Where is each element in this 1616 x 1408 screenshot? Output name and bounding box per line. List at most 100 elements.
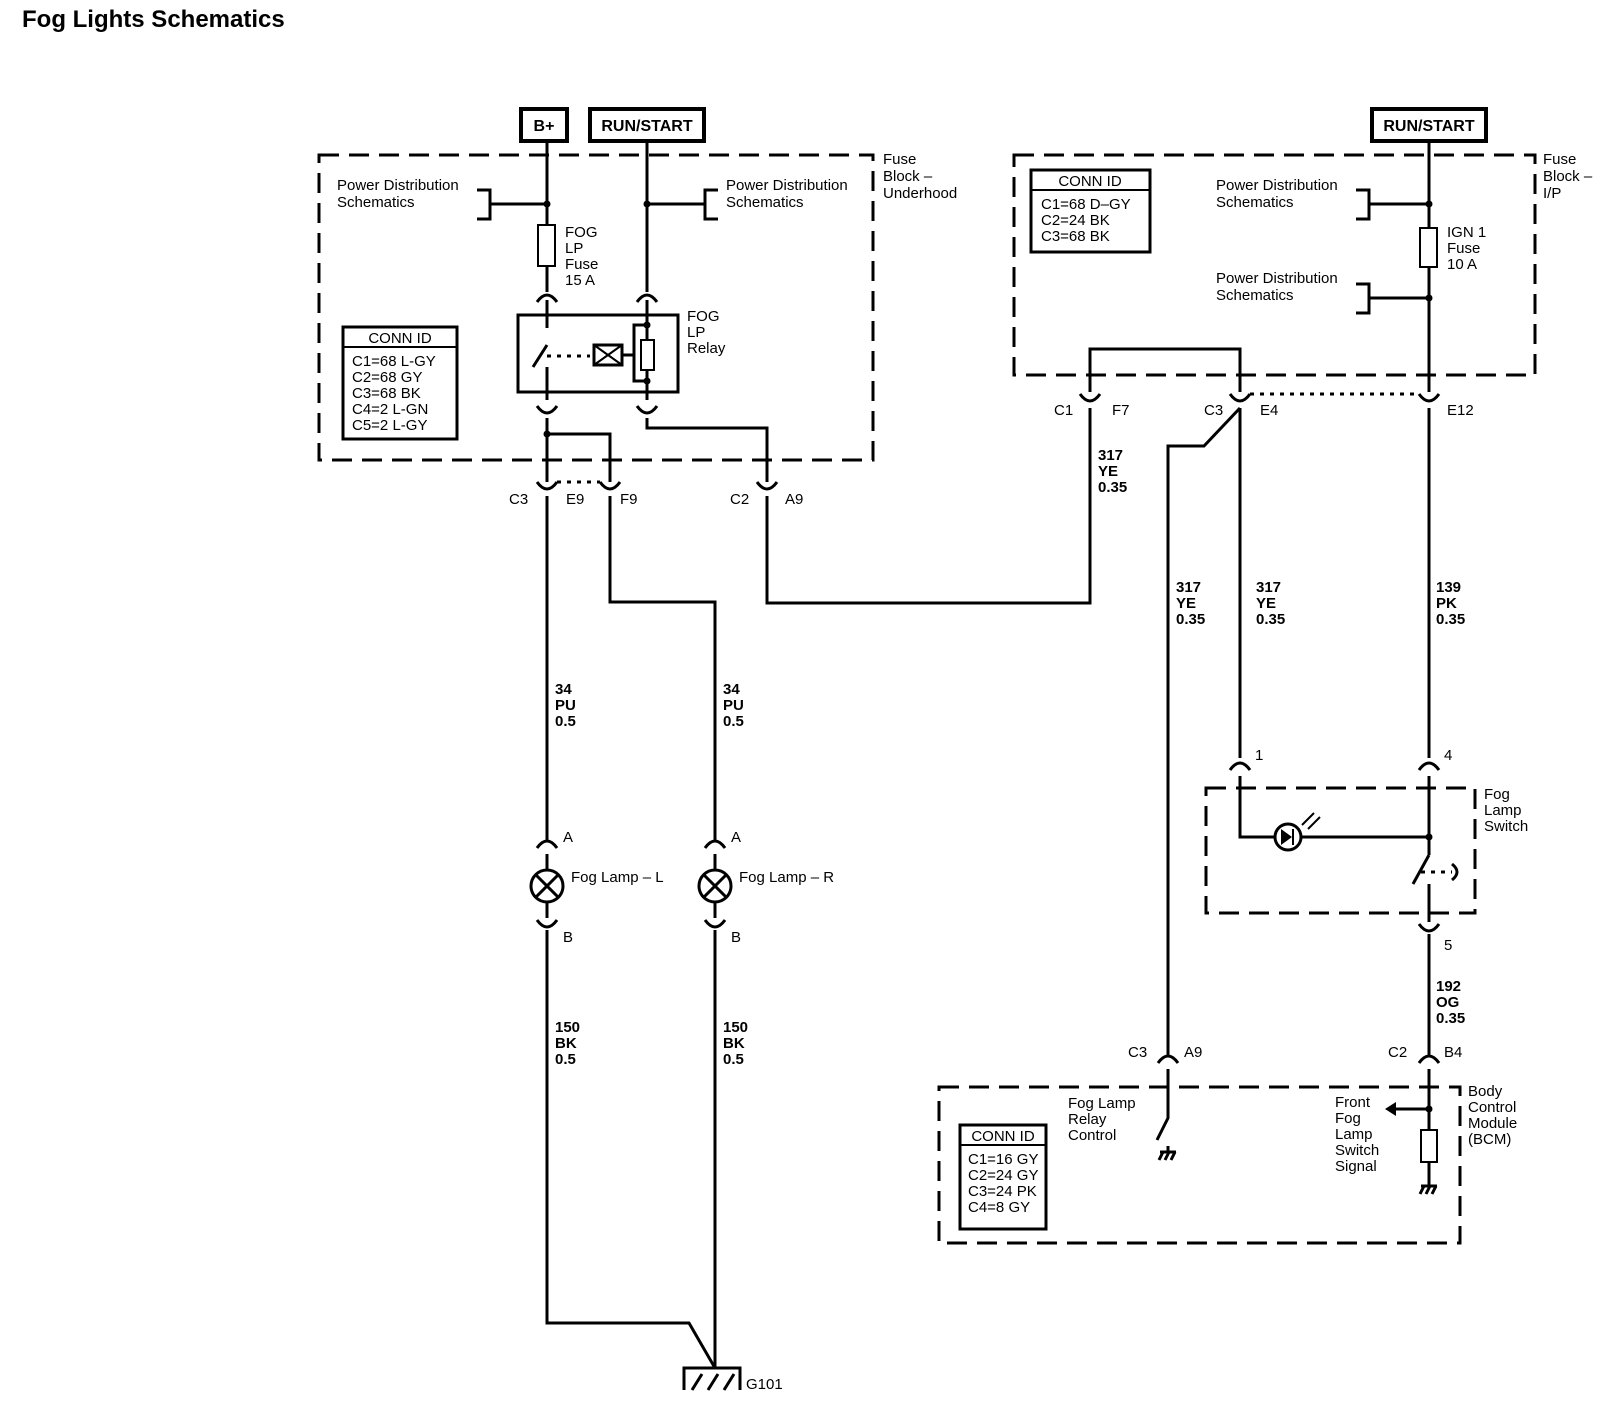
pin-label: A9: [785, 491, 803, 508]
wire-label: 317: [1176, 579, 1201, 596]
connector-terminal: [1228, 761, 1252, 771]
pin-label: C1: [1054, 402, 1073, 419]
fuse-label: 15 A: [565, 272, 595, 289]
fog-lamp-right: A Fog Lamp – R B: [697, 829, 834, 946]
pin-label: C2: [730, 491, 749, 508]
wire-label: BK: [723, 1035, 745, 1052]
ground-label: G101: [746, 1376, 783, 1393]
wire-label: 0.5: [723, 1051, 744, 1068]
connector-terminal: [535, 405, 559, 415]
wire-label: PU: [555, 697, 576, 714]
b-plus-label: B+: [534, 118, 555, 135]
bcm-circuit-label: Signal: [1335, 1158, 1377, 1175]
fuse-block-underhood-boundary: [317, 153, 875, 462]
fuse-label: Fuse: [565, 256, 598, 273]
switch-label: Fog: [1484, 786, 1510, 803]
fuse-label: IGN 1: [1447, 224, 1486, 241]
conn-id-row: C2=68 GY: [352, 369, 422, 386]
bcm-circuit-label: Lamp: [1335, 1126, 1373, 1143]
bcm-circuit-label: Relay: [1068, 1111, 1107, 1128]
fuse-block-ip: Fuse Block – I/P CONN ID C1=68 D–GY C2=2…: [1012, 141, 1593, 392]
wire-label: 34: [555, 681, 572, 698]
power-distribution-ref: Schematics: [1216, 194, 1294, 211]
splice: [543, 200, 551, 208]
wire-label: YE: [1098, 463, 1118, 480]
fuse-block-label: Block –: [1543, 168, 1593, 185]
power-distribution-ref: Power Distribution: [337, 177, 459, 194]
connector-terminal: [535, 919, 559, 929]
harness-wires: [545, 406, 1431, 1369]
splice: [1425, 294, 1433, 302]
power-distribution-ref: Power Distribution: [1216, 177, 1338, 194]
wire: [1238, 776, 1429, 839]
connector-terminal: [535, 839, 559, 849]
switch-label: Switch: [1484, 818, 1528, 835]
splice: [643, 377, 651, 385]
splice: [643, 321, 651, 329]
fuse-block-label: Fuse: [883, 151, 916, 168]
wire-label: 0.5: [555, 1051, 576, 1068]
fog-lp-relay: [516, 313, 680, 394]
ref-bracket: [703, 188, 718, 221]
fuse-block-label: Fuse: [1543, 151, 1576, 168]
connector-terminal: [635, 405, 659, 415]
switch-label: Lamp: [1484, 802, 1522, 819]
pull-resistor: [1420, 1129, 1438, 1163]
run-start-source-ip: RUN/START: [1370, 107, 1488, 143]
conn-id-box: [1029, 168, 1152, 254]
conn-id-box: [958, 1123, 1048, 1231]
bcm-circuit-label: Switch: [1335, 1142, 1379, 1159]
connector-terminal: [598, 481, 622, 491]
connector-terminal: [1156, 1054, 1180, 1064]
conn-id-row: C1=68 L-GY: [352, 353, 436, 370]
connector-terminal: [1417, 1054, 1441, 1064]
relay-coil-x: [593, 344, 623, 366]
conn-id-row: C3=24 PK: [968, 1183, 1037, 1200]
wire-317-ye: [1166, 406, 1242, 1057]
connector-terminal: [703, 919, 727, 929]
bcm-boundary: [937, 1085, 1462, 1245]
connector-terminal: [755, 481, 779, 491]
conn-id-row: C5=2 L-GY: [352, 417, 427, 434]
relay-label: Relay: [687, 340, 726, 357]
fuse-block-label: Block –: [883, 168, 933, 185]
connector-terminal: [535, 481, 559, 491]
splice: [643, 200, 651, 208]
connector-terminal: [1078, 393, 1102, 403]
wire: [545, 392, 649, 400]
pin-label: F9: [620, 491, 638, 508]
fog-lp-fuse: [537, 224, 556, 267]
power-distribution-ref: Schematics: [1216, 287, 1294, 304]
conn-id-row: C3=68 BK: [1041, 228, 1110, 245]
wire: [645, 418, 769, 482]
pin-label: A: [731, 829, 741, 846]
wire-label: BK: [555, 1035, 577, 1052]
ref-bracket: [1356, 188, 1371, 221]
ign1-fuse: [1419, 227, 1438, 268]
lamp-bulb-x: [702, 873, 728, 899]
fuse-label: FOG: [565, 224, 598, 241]
connector-terminal: [635, 293, 659, 303]
power-distribution-ref: Power Distribution: [726, 177, 848, 194]
conn-id-header: CONN ID: [971, 1128, 1035, 1145]
fuse-label: 10 A: [1447, 256, 1477, 273]
ground-symbol-icon: [1157, 1150, 1177, 1161]
arrow-left-icon: [1385, 1102, 1396, 1116]
wire-label: OG: [1436, 994, 1459, 1011]
page-title: Fog Lights Schematics: [22, 6, 285, 33]
switch-knob: [1451, 862, 1459, 882]
pin-label: B: [563, 929, 573, 946]
pin-label: A: [563, 829, 573, 846]
pin-label: 5: [1444, 937, 1452, 954]
led-diode-symbol: [1281, 829, 1292, 845]
lamp-label: Fog Lamp – R: [739, 869, 834, 886]
lamp-bulb-x: [534, 873, 560, 899]
conn-id-header: CONN ID: [1058, 173, 1122, 190]
wire-label: PU: [723, 697, 744, 714]
fuse-block-underhood: Fuse Block – Underhood Power Distributio…: [317, 141, 957, 482]
wire-label: 34: [723, 681, 740, 698]
wire-label: 139: [1436, 579, 1461, 596]
conn-id-box: [341, 325, 459, 441]
bcm-label: Module: [1468, 1115, 1517, 1132]
